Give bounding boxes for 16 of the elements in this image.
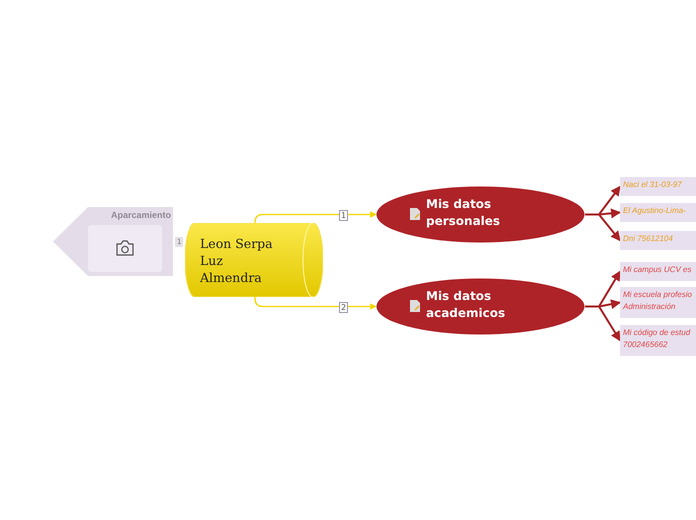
cylinder-node <box>185 223 323 297</box>
parking-node <box>53 207 173 276</box>
leaf-topic: Mi escuela profesio Administración <box>620 287 696 318</box>
topic-label: Mis datos personales <box>426 196 502 230</box>
edge-label: 1 <box>339 210 348 220</box>
edge-label: 2 <box>339 302 348 312</box>
topic-label: Mis datos academicos <box>426 288 506 322</box>
leaf-topic: Mi código de estud 7002465662 <box>620 325 696 356</box>
leaf-topic: El Agustino-Lima- <box>620 203 696 222</box>
node-title: Aparcamiento <box>110 210 171 220</box>
topic-ellipse <box>376 186 585 243</box>
leaf-topic: Mi campus UCV es <box>620 262 696 281</box>
topic-ellipse <box>376 278 585 335</box>
leaf-topic: Dni 75612104 <box>620 231 696 250</box>
node-label: Leon Serpa Luz Almendra <box>200 235 274 286</box>
leaf-topic: Naci el 31-03-97 <box>620 177 696 196</box>
